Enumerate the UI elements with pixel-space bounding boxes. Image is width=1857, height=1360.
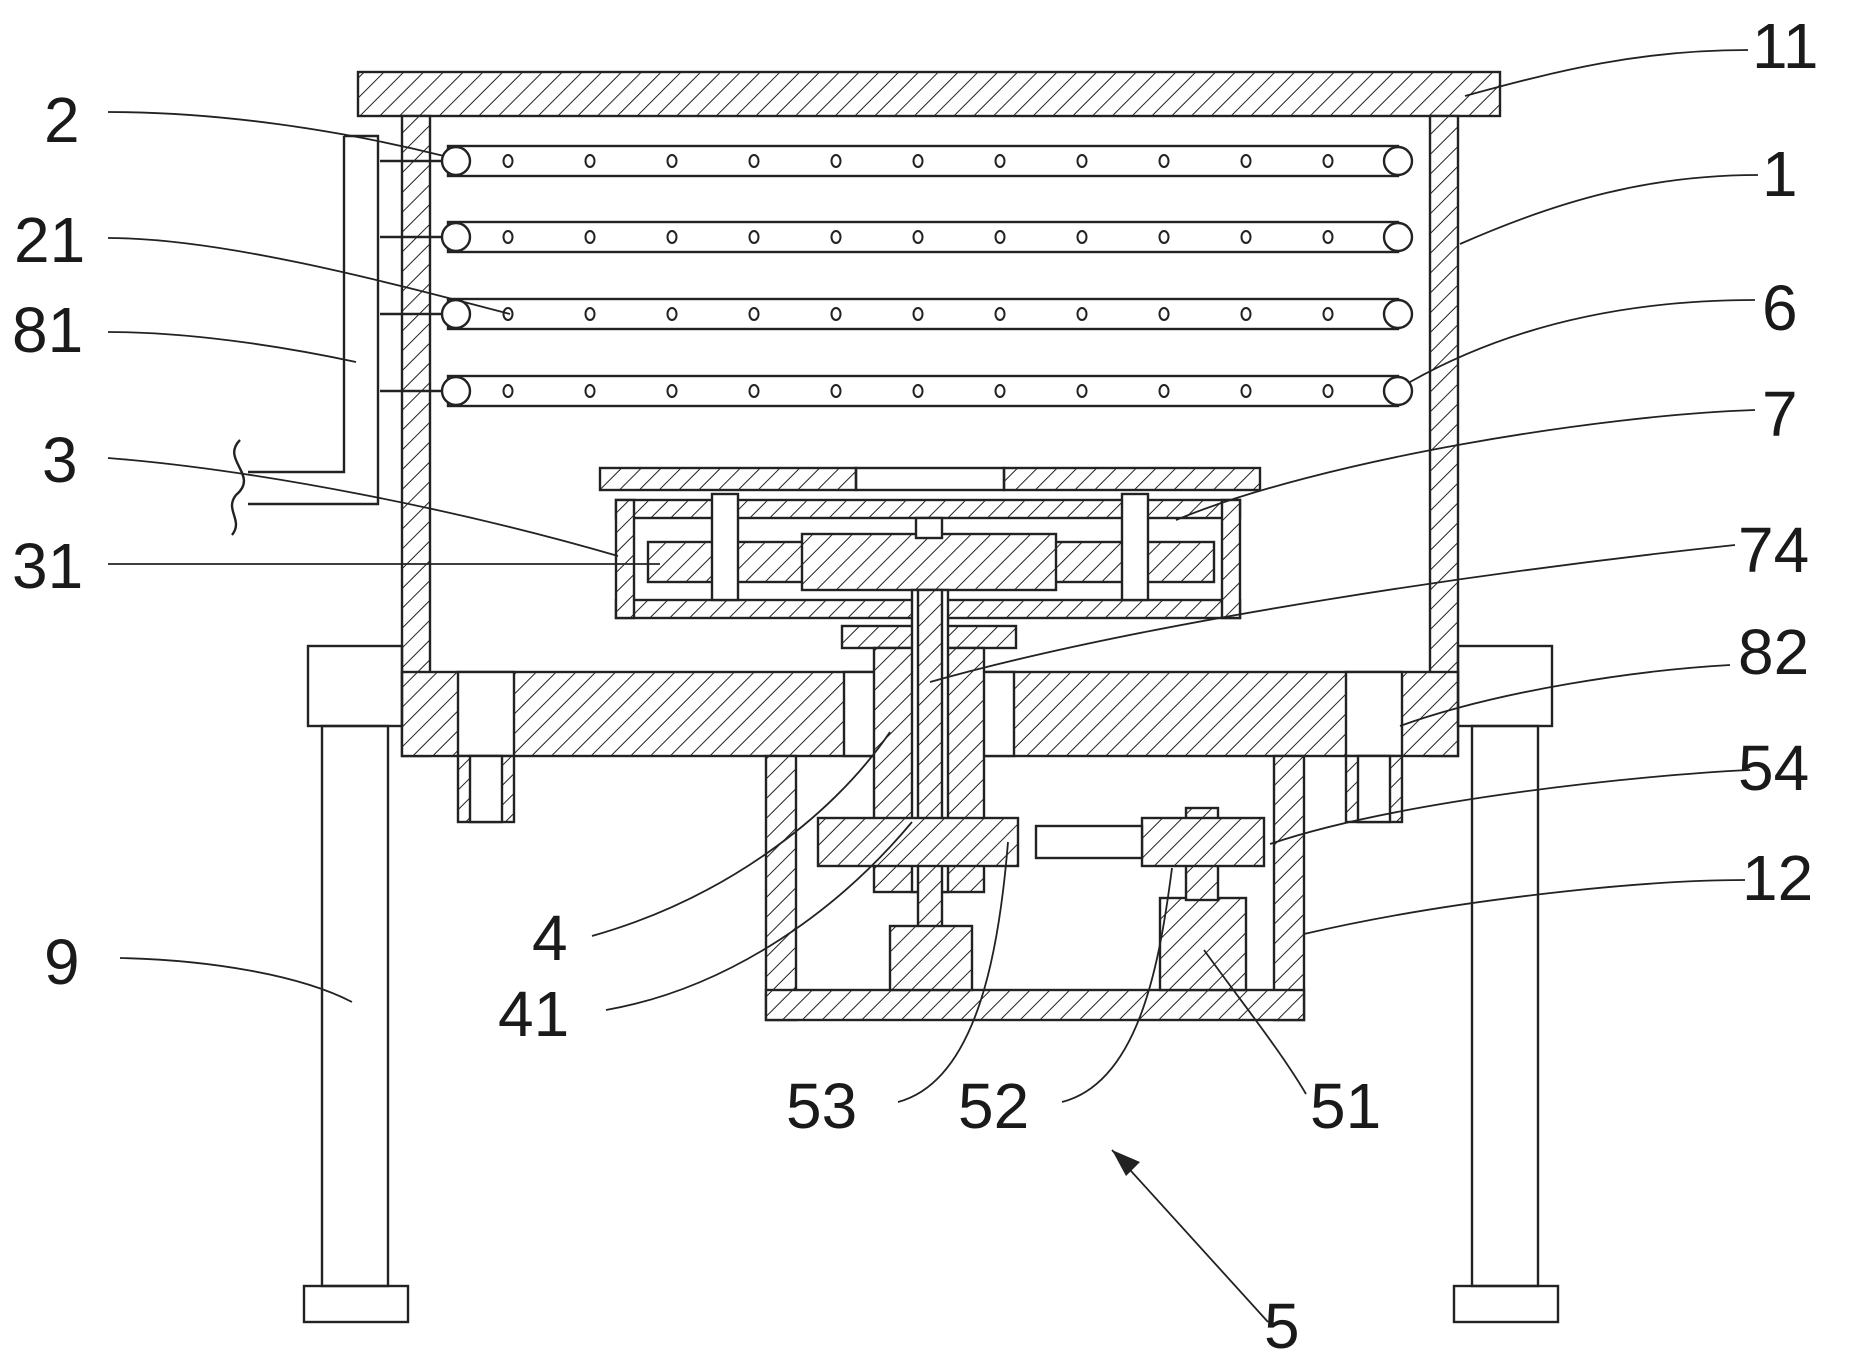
shaft-base [890,926,972,990]
spray-pipe-row-1 [380,146,1412,176]
label-12: 12 [1742,842,1813,914]
drive-mechanism [818,808,1264,990]
label-3: 3 [42,424,78,496]
nozzle-hole [504,155,513,167]
nozzle-hole [914,155,923,167]
nozzle-hole [750,385,759,397]
spray-pipe-row-4 [380,376,1412,406]
label-51: 51 [1310,1070,1381,1142]
nozzle-hole [504,385,513,397]
nozzle-hole [1160,385,1169,397]
label-52: 52 [958,1070,1029,1142]
label-54: 54 [1738,732,1809,804]
nozzle-hole [1242,308,1251,320]
nozzle-hole [1324,155,1333,167]
label-7: 7 [1762,378,1798,450]
rotating-tray [600,468,1260,490]
nozzle-hole [996,385,1005,397]
nozzle-hole [586,385,595,397]
nozzle-hole [586,231,595,243]
nozzle-hole [750,231,759,243]
label-1: 1 [1762,138,1798,210]
driven-gear [818,818,1018,866]
label-21: 21 [14,204,85,276]
nozzle-hole [1242,385,1251,397]
label-4: 4 [532,902,568,974]
nozzle-hole [1160,231,1169,243]
label-31: 31 [12,530,83,602]
label-41: 41 [498,978,569,1050]
nozzle-hole [996,231,1005,243]
nozzle-hole [832,231,841,243]
nozzle-hole [1078,385,1087,397]
nozzle-hole [996,308,1005,320]
nozzle-hole [668,308,677,320]
nozzle-hole [586,308,595,320]
label-53: 53 [786,1070,857,1142]
nozzle-hole [1078,308,1087,320]
spray-nozzles [504,155,1333,397]
nozzle-hole [1160,155,1169,167]
pipe-break-line [232,440,244,535]
nozzle-hole [914,385,923,397]
label-5: 5 [1264,1290,1300,1360]
label-81: 81 [12,294,83,366]
nozzle-hole [914,231,923,243]
drive-gear [1142,818,1264,866]
nozzle-hole [832,155,841,167]
nozzle-hole [1078,155,1087,167]
nozzle-hole [1242,155,1251,167]
nozzle-hole [996,155,1005,167]
nozzle-hole [832,308,841,320]
spray-pipe-row-2 [380,222,1412,252]
nozzle-hole [668,385,677,397]
nozzle-hole [586,155,595,167]
spray-pipe-row-3 [380,299,1412,329]
nozzle-hole [750,308,759,320]
side-supply-pipe [248,136,378,504]
label-82: 82 [1738,616,1809,688]
label-9: 9 [44,926,80,998]
motor [1160,898,1246,990]
nozzle-hole [750,155,759,167]
label-6: 6 [1762,272,1798,344]
label-11: 11 [1752,10,1818,82]
nozzle-hole [1078,231,1087,243]
nozzle-hole [1324,231,1333,243]
nozzle-hole [1324,308,1333,320]
nozzle-hole [668,231,677,243]
spray-pipes [380,146,1412,406]
label-2: 2 [44,84,80,156]
nozzle-hole [914,308,923,320]
nozzle-hole [1324,385,1333,397]
nozzle-hole [1160,308,1169,320]
nozzle-hole [504,231,513,243]
top-cover [358,72,1500,116]
nozzle-hole [832,385,841,397]
label-74: 74 [1738,514,1809,586]
nozzle-hole [668,155,677,167]
nozzle-hole [1242,231,1251,243]
